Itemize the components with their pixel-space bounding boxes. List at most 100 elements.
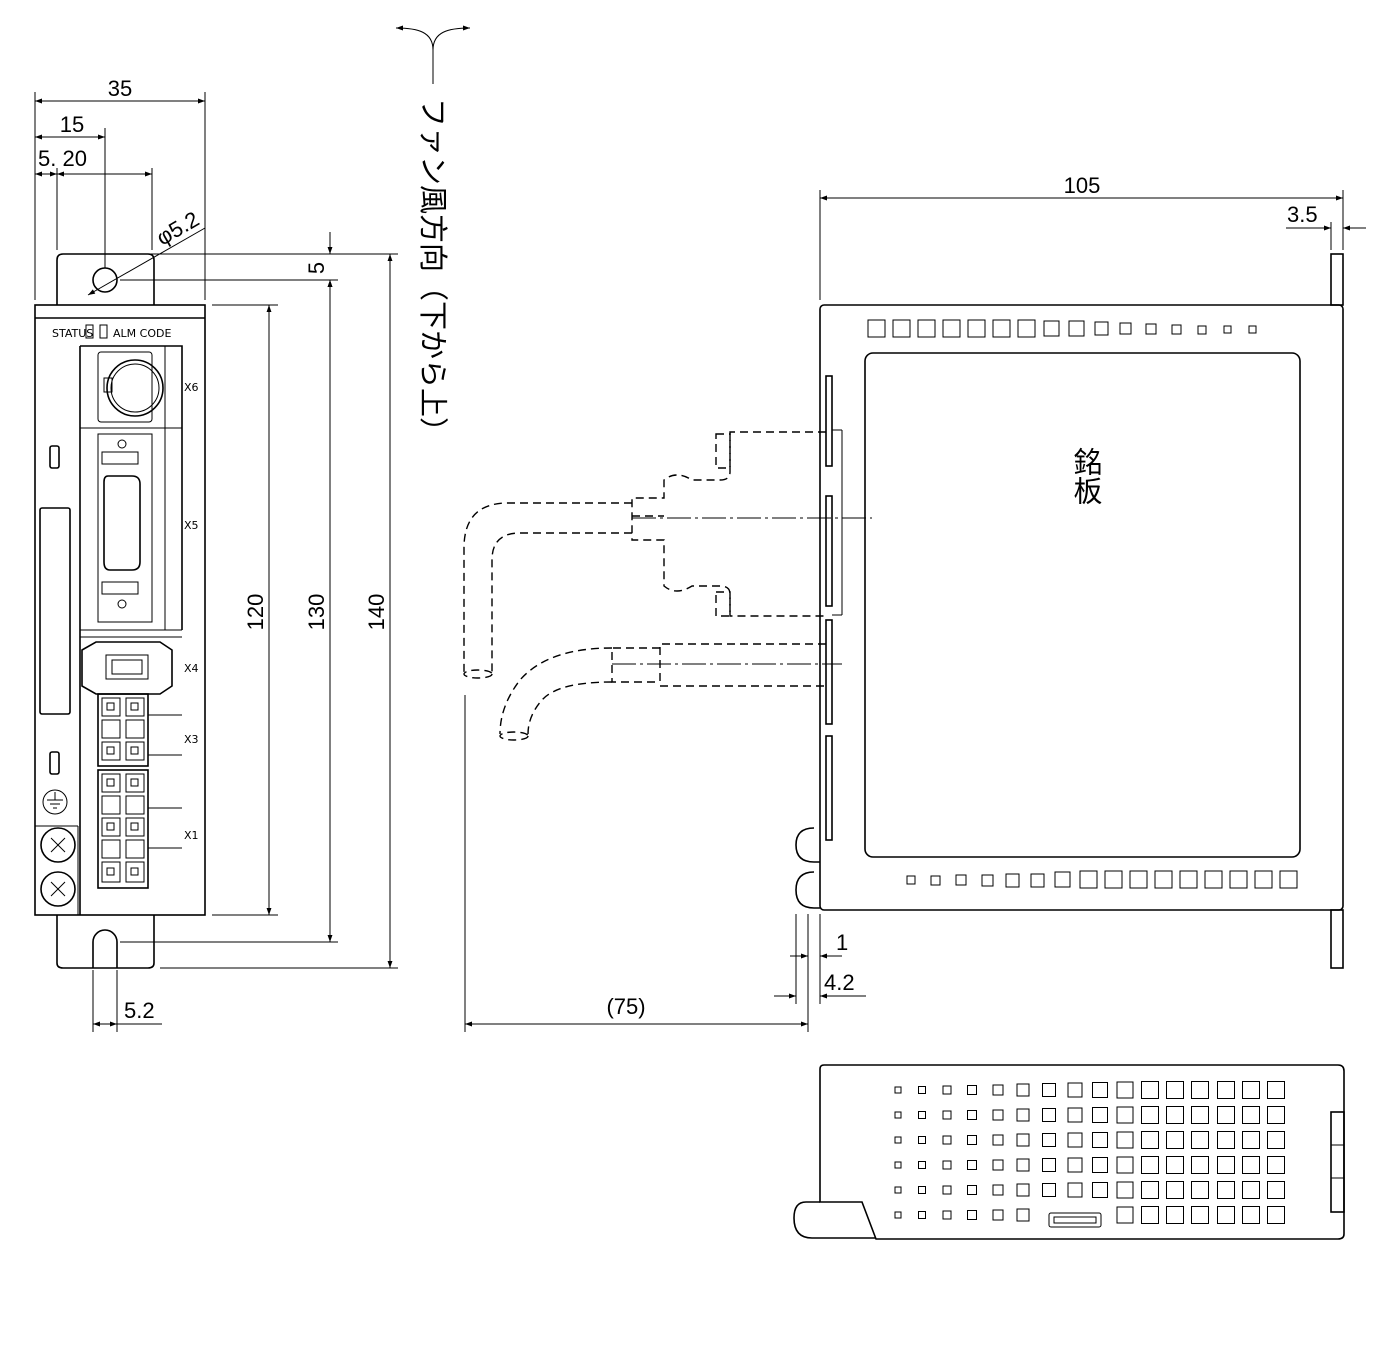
connector-label-x1: X1 bbox=[184, 829, 199, 842]
vent-hole bbox=[967, 1135, 977, 1145]
vent-hole bbox=[967, 1210, 977, 1220]
vent-hole bbox=[1267, 1206, 1285, 1224]
dim-face-offset-2: 4.2 bbox=[824, 970, 855, 995]
vent-hole bbox=[1217, 1156, 1235, 1174]
vent-hole bbox=[918, 1161, 926, 1169]
vent-hole bbox=[1242, 1181, 1260, 1199]
vent-hole bbox=[1116, 1156, 1134, 1174]
vent-hole bbox=[942, 1110, 952, 1120]
vent-hole bbox=[1166, 1156, 1184, 1174]
vent-hole bbox=[1116, 1181, 1134, 1199]
vent-hole bbox=[1067, 1132, 1083, 1148]
dim-front-width: 35 bbox=[108, 76, 132, 101]
vent-hole bbox=[1092, 1182, 1108, 1198]
vent-hole bbox=[1042, 1183, 1056, 1197]
vent-hole bbox=[1116, 1131, 1134, 1149]
side-bottom-vents bbox=[906, 870, 1298, 889]
vent-hole bbox=[967, 1185, 977, 1195]
dim-side-depth: 105 bbox=[1064, 173, 1101, 198]
vent-hole bbox=[942, 1210, 952, 1220]
bottom-view bbox=[793, 1064, 1345, 1240]
dim-slot-width: 5.2 bbox=[124, 998, 155, 1023]
vent-hole bbox=[1191, 1181, 1209, 1199]
vent-hole bbox=[1092, 1132, 1108, 1148]
nameplate-area bbox=[864, 352, 1301, 858]
side-dimensions: 105 3.5 1 4.2 (75) bbox=[464, 173, 1366, 1032]
vent-hole bbox=[894, 1186, 902, 1194]
vent-hole bbox=[1217, 1181, 1235, 1199]
bottom-vent-grid bbox=[894, 1081, 1285, 1224]
vent-hole bbox=[1116, 1106, 1134, 1124]
side-top-vents bbox=[867, 319, 1257, 338]
vent-hole bbox=[1016, 1083, 1030, 1097]
vent-hole bbox=[992, 1209, 1004, 1221]
vent-hole bbox=[1042, 1158, 1056, 1172]
vent-hole bbox=[1217, 1081, 1235, 1099]
vent-hole bbox=[1042, 1133, 1056, 1147]
dim-tab-offset: 3.5 bbox=[1287, 202, 1318, 227]
dim-mount-offsets: 5. 20 bbox=[38, 146, 87, 171]
vent-hole bbox=[1217, 1106, 1235, 1124]
dim-height-total: 140 bbox=[364, 594, 389, 631]
vent-hole bbox=[1141, 1106, 1159, 1124]
vent-hole bbox=[1141, 1181, 1159, 1199]
vent-hole bbox=[967, 1085, 977, 1095]
vent-hole bbox=[1092, 1157, 1108, 1173]
vent-hole bbox=[1242, 1131, 1260, 1149]
vent-hole bbox=[1191, 1156, 1209, 1174]
vent-hole bbox=[894, 1136, 902, 1144]
vent-hole bbox=[992, 1084, 1004, 1096]
vent-hole bbox=[1016, 1133, 1030, 1147]
vent-hole bbox=[942, 1135, 952, 1145]
vent-hole bbox=[942, 1185, 952, 1195]
vent-hole bbox=[1016, 1108, 1030, 1122]
vent-hole bbox=[992, 1184, 1004, 1196]
vent-hole bbox=[1092, 1107, 1108, 1123]
vent-hole bbox=[1191, 1106, 1209, 1124]
vent-hole bbox=[1242, 1206, 1260, 1224]
terminal-screw-icon bbox=[40, 827, 76, 863]
vent-hole bbox=[918, 1186, 926, 1194]
vent-hole bbox=[1166, 1181, 1184, 1199]
vent-hole bbox=[967, 1160, 977, 1170]
vent-hole bbox=[1267, 1156, 1285, 1174]
vent-hole bbox=[1067, 1182, 1083, 1198]
dim-height-inner: 120 bbox=[243, 594, 268, 631]
nameplate-label: 銘板 bbox=[1069, 447, 1103, 505]
vent-hole bbox=[894, 1111, 902, 1119]
connector-label-x4: X4 bbox=[184, 662, 199, 675]
front-body bbox=[34, 304, 206, 916]
vent-hole bbox=[1242, 1081, 1260, 1099]
vent-hole bbox=[918, 1136, 926, 1144]
vent-hole bbox=[942, 1085, 952, 1095]
vent-hole bbox=[894, 1086, 902, 1094]
dim-face-offset-1: 1 bbox=[836, 930, 848, 955]
vent-hole bbox=[992, 1109, 1004, 1121]
vent-hole bbox=[1191, 1206, 1209, 1224]
vent-hole bbox=[918, 1111, 926, 1119]
vent-hole bbox=[1217, 1131, 1235, 1149]
fan-airflow-arrow-icon bbox=[395, 25, 471, 84]
vent-hole bbox=[1267, 1106, 1285, 1124]
dim-cable-clearance: (75) bbox=[606, 994, 645, 1019]
vent-hole bbox=[1042, 1083, 1056, 1097]
vent-hole bbox=[1166, 1131, 1184, 1149]
dim-top-hole: 5 bbox=[304, 262, 329, 274]
vent-hole bbox=[967, 1110, 977, 1120]
connector-label-x5: X5 bbox=[184, 519, 199, 532]
vent-hole bbox=[1267, 1181, 1285, 1199]
vent-hole bbox=[1067, 1107, 1083, 1123]
fan-direction: ファン風方向（下から上） bbox=[395, 25, 471, 446]
side-body bbox=[819, 304, 1344, 911]
vent-hole bbox=[1141, 1131, 1159, 1149]
vent-hole bbox=[1242, 1156, 1260, 1174]
vent-hole bbox=[1166, 1206, 1184, 1224]
vent-hole bbox=[1166, 1081, 1184, 1099]
mount-slot-bottom bbox=[92, 929, 118, 968]
side-view: 銘板 bbox=[463, 253, 1344, 969]
vent-hole bbox=[992, 1159, 1004, 1171]
dim-hole-center: 15 bbox=[60, 112, 84, 137]
vent-hole bbox=[1016, 1158, 1030, 1172]
vent-hole bbox=[918, 1211, 926, 1219]
